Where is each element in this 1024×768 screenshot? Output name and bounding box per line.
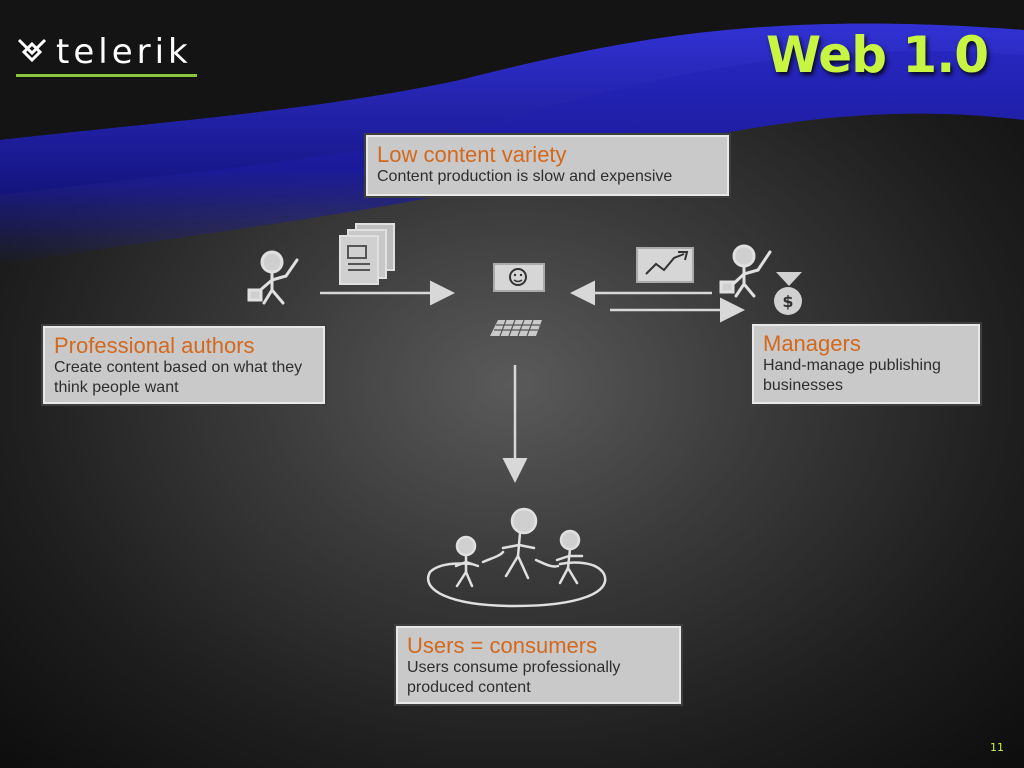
box-heading: Professional authors xyxy=(54,333,255,358)
author-figure-icon xyxy=(247,250,299,305)
managers-box: Managers Hand-manage publishing business… xyxy=(752,324,980,404)
manager-figure-icon xyxy=(719,244,772,298)
documents-icon xyxy=(339,223,395,285)
box-body: Hand-manage publishing businesses xyxy=(763,357,941,394)
box-body: Users consume professionally produced co… xyxy=(407,659,621,696)
slide-title: Web 1.0 xyxy=(765,26,989,84)
page-number: 11 xyxy=(990,741,1004,754)
logo-underline xyxy=(16,74,197,77)
money-bag-icon: $ xyxy=(774,272,802,315)
box-body: Content production is slow and expensive xyxy=(377,168,673,185)
svg-text:$: $ xyxy=(782,292,793,311)
box-heading: Low content variety xyxy=(377,142,567,167)
low-content-variety-box: Low content variety Content production i… xyxy=(366,135,729,196)
box-body: Create content based on what they think … xyxy=(54,359,303,396)
box-heading: Managers xyxy=(763,331,861,356)
chart-icon xyxy=(636,247,694,283)
website-icon xyxy=(490,263,545,337)
users-consumers-box: Users = consumers Users consume professi… xyxy=(396,626,681,704)
logo-text: telerik xyxy=(56,32,192,72)
box-heading: Users = consumers xyxy=(407,633,598,658)
telerik-logo-icon xyxy=(17,38,47,63)
users-group-icon xyxy=(427,507,607,608)
professional-authors-box: Professional authors Create content base… xyxy=(43,326,325,404)
